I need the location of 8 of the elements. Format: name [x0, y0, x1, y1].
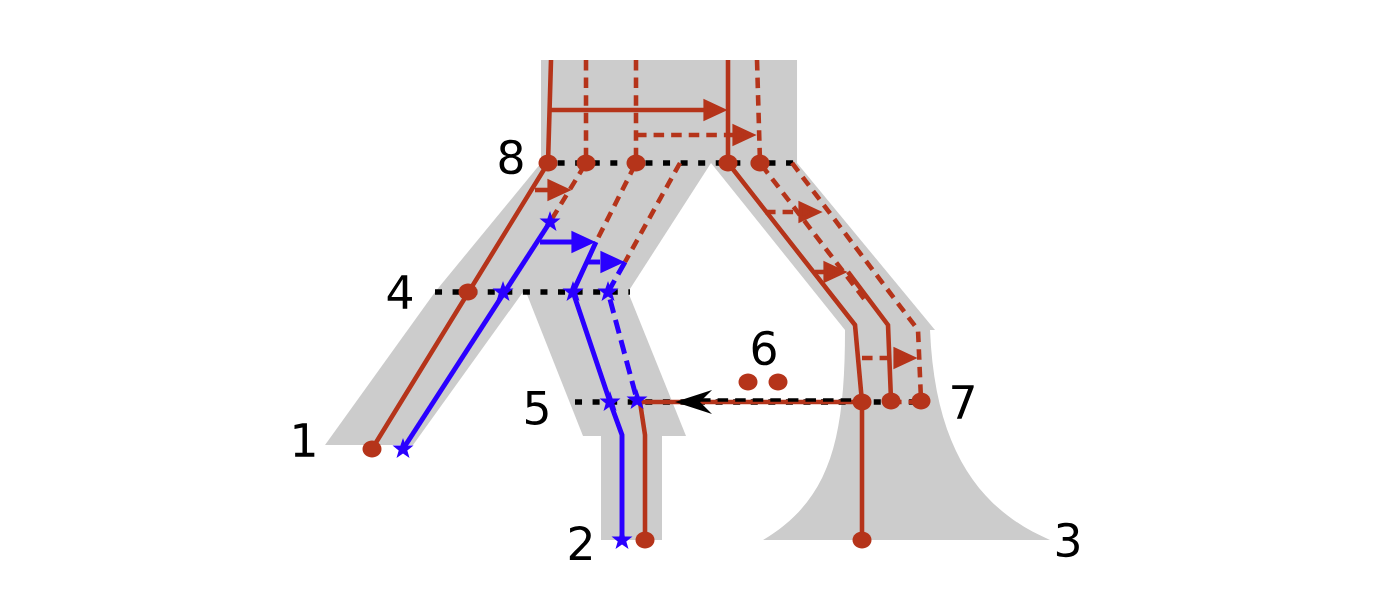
- node-number: 2: [569, 526, 591, 560]
- node-number: 5: [526, 391, 548, 425]
- node-number: 4: [387, 275, 412, 309]
- node-number: 8: [499, 139, 523, 175]
- node-number: 7: [952, 385, 974, 419]
- node-number: 1: [294, 423, 315, 457]
- node-number: 6: [752, 330, 776, 366]
- node-number: 3: [1056, 522, 1079, 558]
